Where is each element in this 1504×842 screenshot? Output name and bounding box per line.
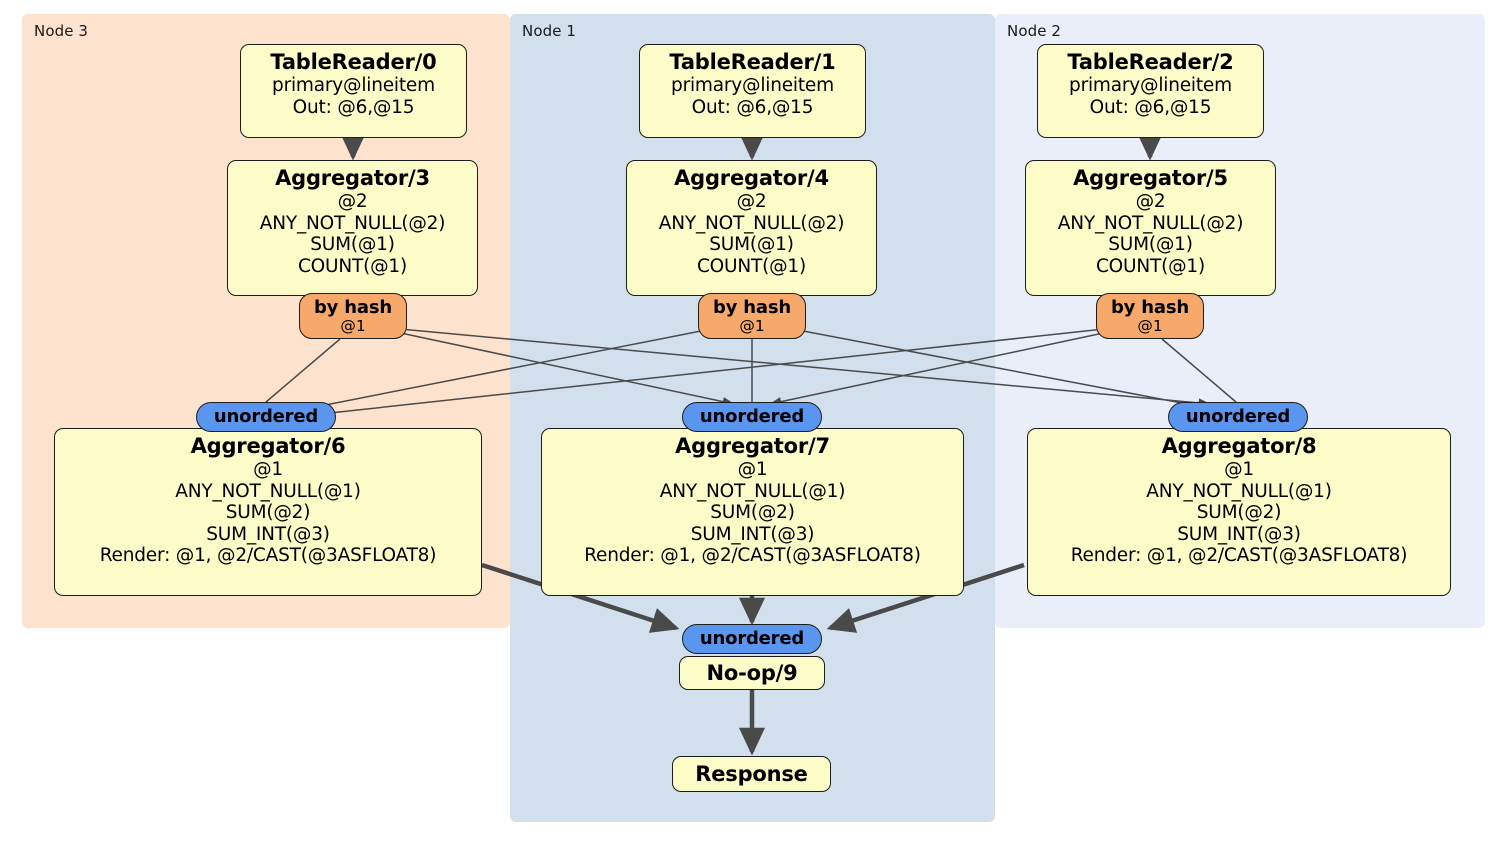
processor-render-line: Render: @1, @2/CAST(@3ASFLOAT8) (1070, 545, 1408, 567)
synchronizer-unordered-final[interactable]: unordered (682, 624, 822, 654)
processor-title: TableReader/1 (669, 50, 836, 74)
hash-router-label: by hash (713, 297, 791, 318)
processor-detail-line: SUM(@1) (709, 234, 794, 256)
hash-router-column: @1 (1137, 317, 1163, 336)
synchronizer-unordered-node-3[interactable]: unordered (196, 402, 336, 432)
processor-title: TableReader/2 (1067, 50, 1234, 74)
synchronizer-label: unordered (699, 406, 805, 427)
processor-detail-line: SUM_INT(@3) (206, 523, 330, 545)
hash-router-node-2[interactable]: by hash @1 (1096, 293, 1204, 339)
processor-title: Aggregator/7 (675, 434, 830, 458)
processor-detail-line: primary@lineitem (1069, 75, 1232, 97)
processor-response[interactable]: Response (672, 756, 831, 792)
processor-title: Aggregator/8 (1161, 434, 1317, 458)
processor-detail-line: SUM(@2) (1196, 502, 1282, 524)
processor-detail-line: ANY_NOT_NULL(@1) (659, 480, 846, 502)
hash-router-label: by hash (1111, 297, 1189, 318)
processor-detail-line: ANY_NOT_NULL(@1) (175, 480, 361, 502)
node-panel-label-node-3: Node 3 (34, 22, 89, 40)
hash-router-node-1[interactable]: by hash @1 (698, 293, 806, 339)
processor-detail-line: COUNT(@1) (696, 255, 807, 277)
processor-detail-line: COUNT(@1) (1095, 255, 1206, 277)
hash-router-label: by hash (314, 297, 392, 318)
processor-title: No-op/9 (706, 661, 798, 685)
processor-detail-line: SUM(@2) (225, 502, 311, 524)
node-panel-label-node-1: Node 1 (522, 22, 577, 40)
processor-title: Response (695, 762, 808, 786)
node-panel-label-node-2: Node 2 (1007, 22, 1062, 40)
processor-detail-line: @1 (1224, 459, 1254, 481)
processor-title: Aggregator/3 (275, 166, 430, 190)
processor-render-line: Render: @1, @2/CAST(@3ASFLOAT8) (584, 545, 921, 567)
processor-detail-line: ANY_NOT_NULL(@2) (658, 212, 845, 234)
synchronizer-label: unordered (699, 628, 805, 649)
processor-detail-line: COUNT(@1) (297, 255, 408, 277)
hash-router-column: @1 (739, 317, 765, 336)
processor-noop-9[interactable]: No-op/9 (679, 656, 825, 690)
synchronizer-unordered-node-2[interactable]: unordered (1168, 402, 1308, 432)
processor-title: Aggregator/5 (1073, 166, 1228, 190)
processor-detail-line: Out: @6,@15 (1089, 96, 1212, 118)
processor-title: Aggregator/4 (674, 166, 829, 190)
processor-detail-line: @1 (737, 459, 768, 481)
processor-aggregator-3[interactable]: Aggregator/3 @2 ANY_NOT_NULL(@2) SUM(@1)… (227, 160, 478, 296)
processor-detail-line: @1 (253, 459, 283, 481)
processor-detail-line: ANY_NOT_NULL(@2) (259, 212, 446, 234)
hash-router-node-3[interactable]: by hash @1 (299, 293, 407, 339)
synchronizer-label: unordered (1185, 406, 1291, 427)
processor-detail-line: primary@lineitem (272, 75, 435, 97)
processor-aggregator-7[interactable]: Aggregator/7 @1 ANY_NOT_NULL(@1) SUM(@2)… (541, 428, 964, 596)
synchronizer-label: unordered (213, 406, 319, 427)
hash-router-column: @1 (340, 317, 366, 336)
processor-title: TableReader/0 (270, 50, 437, 74)
processor-render-line: Render: @1, @2/CAST(@3ASFLOAT8) (99, 545, 437, 567)
processor-detail-line: primary@lineitem (671, 75, 834, 97)
processor-detail-line: SUM_INT(@3) (1177, 523, 1301, 545)
processor-detail-line: SUM(@1) (310, 234, 395, 256)
processor-tablereader-0[interactable]: TableReader/0 primary@lineitem Out: @6,@… (240, 44, 467, 138)
processor-detail-line: @2 (1135, 191, 1166, 213)
processor-detail-line: SUM(@2) (710, 502, 795, 524)
processor-tablereader-2[interactable]: TableReader/2 primary@lineitem Out: @6,@… (1037, 44, 1264, 138)
processor-title: Aggregator/6 (190, 434, 346, 458)
processor-aggregator-8[interactable]: Aggregator/8 @1 ANY_NOT_NULL(@1) SUM(@2)… (1027, 428, 1451, 596)
processor-aggregator-6[interactable]: Aggregator/6 @1 ANY_NOT_NULL(@1) SUM(@2)… (54, 428, 482, 596)
synchronizer-unordered-node-1[interactable]: unordered (682, 402, 822, 432)
processor-detail-line: SUM(@1) (1108, 234, 1193, 256)
processor-detail-line: @2 (337, 191, 368, 213)
processor-detail-line: @2 (736, 191, 767, 213)
processor-aggregator-5[interactable]: Aggregator/5 @2 ANY_NOT_NULL(@2) SUM(@1)… (1025, 160, 1276, 296)
processor-detail-line: ANY_NOT_NULL(@1) (1146, 480, 1332, 502)
processor-aggregator-4[interactable]: Aggregator/4 @2 ANY_NOT_NULL(@2) SUM(@1)… (626, 160, 877, 296)
processor-tablereader-1[interactable]: TableReader/1 primary@lineitem Out: @6,@… (639, 44, 866, 138)
processor-detail-line: SUM_INT(@3) (690, 523, 815, 545)
processor-detail-line: Out: @6,@15 (691, 96, 814, 118)
processor-detail-line: Out: @6,@15 (292, 96, 415, 118)
processor-detail-line: ANY_NOT_NULL(@2) (1057, 212, 1244, 234)
